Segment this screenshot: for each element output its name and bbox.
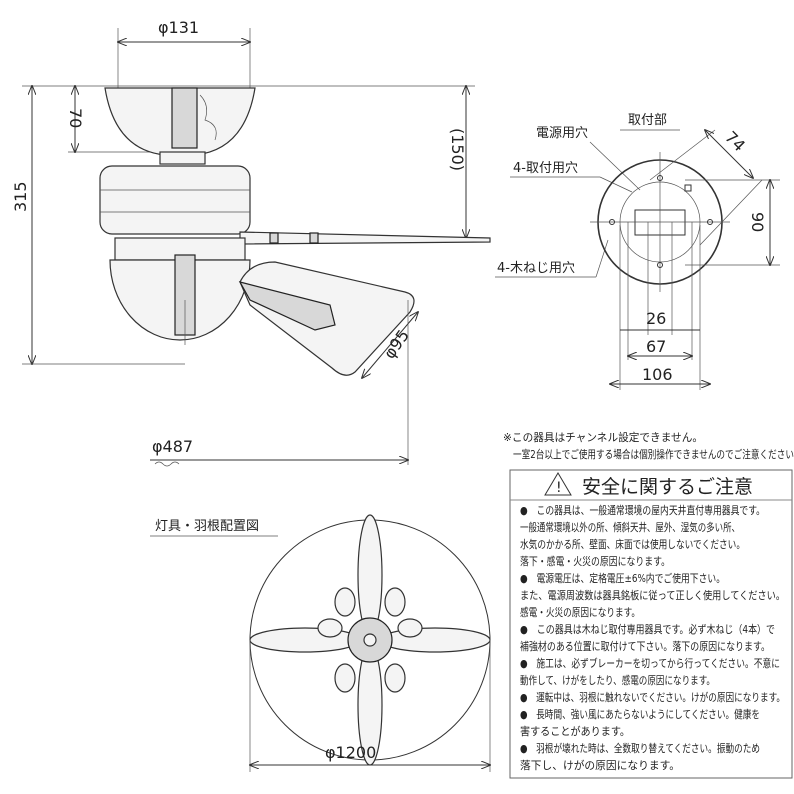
- safety-line: ● 運転中は、羽根に触れないでください。けがの原因になります。: [520, 690, 785, 704]
- dim-67-label: 67: [646, 337, 666, 356]
- layout-view-title: 灯具・羽根配置図: [155, 519, 259, 534]
- lamp-shades-top: [317, 587, 423, 693]
- screw-holes-label: 4-木ねじ用穴: [497, 261, 575, 276]
- mount-holes-label: 4-取付用穴: [513, 161, 578, 176]
- safety-lines: ● この器具は、一般通常環境の屋内天井直付専用器具です。一般通常環境以外の所、傾…: [520, 503, 785, 772]
- total-height-label: 315: [11, 181, 30, 212]
- mount-view: 取付部 電源用穴 4-取付用穴 4-木ねじ用穴 26 67 106 90: [495, 113, 780, 390]
- warning-icon-mark: !: [556, 480, 562, 496]
- safety-line: 水気のかかる所、壁面、床面では使用しないでください。: [520, 537, 745, 551]
- canopy-bracket: [171, 87, 198, 149]
- safety-line: 害することがあります。: [520, 724, 630, 738]
- safety-title: 安全に関するご注意: [582, 476, 753, 498]
- side-view: φ131 70 315 (150) φ95: [11, 18, 491, 467]
- channel-note: ※この器具はチャンネル設定できません。: [503, 430, 703, 444]
- downrod: [159, 151, 206, 165]
- safety-box: ! 安全に関するご注意 ● この器具は、一般通常環境の屋内天井直付専用器具です。…: [509, 469, 793, 779]
- safety-line: 感電・火災の原因になります。: [520, 606, 640, 619]
- power-hole-label: 電源用穴: [536, 126, 588, 141]
- layout-view: 灯具・羽根配置図 φ1200: [150, 514, 490, 772]
- canopy-height-label: 70: [66, 108, 85, 128]
- overall-span-label: φ487: [152, 437, 193, 456]
- blade-diameter-label: φ1200: [325, 743, 376, 762]
- safety-line: 落下し、けがの原因になります。: [520, 758, 680, 772]
- mount-view-title: 取付部: [628, 113, 667, 128]
- safety-line: ● 長時間、強い風にあたらないようにしてください。健康を: [520, 707, 760, 721]
- dim-26-label: 26: [646, 309, 666, 328]
- safety-line: ● 羽根が壊れた時は、全数取り替えてください。振動のため: [520, 741, 760, 755]
- warning-icon: [544, 472, 572, 496]
- body-height-label: (150): [448, 128, 467, 171]
- dim-106-label: 106: [642, 365, 673, 384]
- multi-unit-note: 一室2台以上でご使用する場合は個別操作できませんのでご注意ください: [513, 447, 794, 461]
- canopy-diameter-label: φ131: [158, 18, 199, 37]
- safety-line: ● 電源電圧は、定格電圧±6%内でご使用下さい。: [520, 571, 725, 585]
- safety-line: 補強材のある位置に取付けて下さい。落下の原因になります。: [520, 639, 770, 653]
- safety-line: 一般通常環境以外の所、傾斜天井、屋外、湿気の多い所、: [520, 520, 740, 534]
- motor-housing: [99, 165, 251, 235]
- safety-line: 動作して、けがをしたり、感電の原因になります。: [520, 673, 715, 687]
- safety-line: また、電源周波数は器具銘板に従って正しく使用してください。: [520, 588, 785, 602]
- safety-line: ● 施工は、必ずブレーカーを切ってから行ってください。不意に: [520, 656, 780, 670]
- dim-90-label: 90: [748, 212, 767, 232]
- safety-line: 落下・感電・火災の原因になります。: [520, 555, 670, 568]
- safety-line: ● この器具は木ねじ取付専用器具です。必ず木ねじ（4本）で: [520, 622, 775, 636]
- safety-line: ● この器具は、一般通常環境の屋内天井直付専用器具です。: [520, 503, 765, 517]
